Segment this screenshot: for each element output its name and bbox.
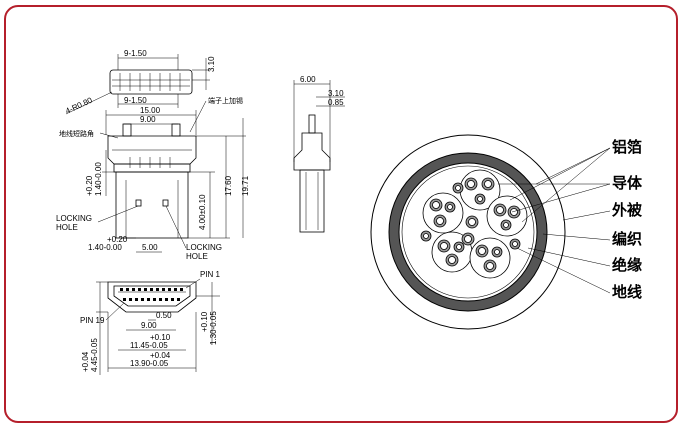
- dim-1-40-b: 1.40-0.00: [88, 243, 122, 252]
- locking-left-1: LOCKING: [56, 214, 92, 223]
- twisted-pair-top: [459, 169, 501, 211]
- cable-labels: 铝箔 导体 外被 编织 绝缘 地线: [611, 138, 643, 301]
- plug-face-view: PIN 1 PIN 19 0.50 9.00 +0.10 11.45-0.05 …: [80, 270, 221, 375]
- dim-height: 3.10: [207, 56, 216, 72]
- twisted-pair-bottom-left: [431, 231, 473, 273]
- pin19-label: PIN 19: [80, 316, 105, 325]
- tol-plus-010: +0.10: [150, 333, 171, 342]
- dim-side-0-85: 0.85: [328, 98, 344, 107]
- dim-5-00: 5.00: [142, 243, 158, 252]
- single-wires: [420, 182, 521, 250]
- side-tol-plus-004: +0.04: [81, 351, 90, 372]
- side-1-30: 1.30-0.05: [209, 311, 218, 345]
- side-4-45: 4.45-0.05: [90, 338, 99, 372]
- dim-pitch-bottom: 9-1.50: [124, 96, 147, 105]
- label-aluminum-foil: 铝箔: [612, 138, 642, 156]
- twisted-pair-bottom-right: [469, 237, 511, 279]
- label-insulation: 绝缘: [612, 256, 642, 274]
- dim-17-60: 17.60: [224, 175, 233, 196]
- dim-9-00: 9.00: [140, 115, 156, 124]
- side-view: 6.00 3.10 0.85: [293, 75, 345, 233]
- twisted-pair-left: [422, 192, 464, 234]
- tol-plus-004: +0.04: [150, 351, 171, 360]
- dim-15-00: 15.00: [140, 106, 161, 115]
- locking-left-2: HOLE: [56, 223, 78, 232]
- dim-plug-9-00: 9.00: [141, 321, 157, 330]
- twisted-pair-right: [486, 195, 528, 237]
- locking-right-1: LOCKING: [186, 243, 222, 252]
- pin1-label: PIN 1: [200, 270, 221, 279]
- front-view: 端子上加锡 地线短路角 15.00 9.00 +0.20 1.40-0.00 L…: [56, 96, 250, 261]
- note-terminal: 端子上加锡: [208, 96, 243, 105]
- cable-cross-section: [370, 134, 611, 330]
- plug-pins: [120, 288, 183, 301]
- dim-0-50: 0.50: [156, 311, 172, 320]
- dim-0-20-a: +0.20: [85, 175, 94, 196]
- dim-13-90: 13.90-0.05: [130, 359, 169, 368]
- dim-11-45: 11.45-0.05: [130, 341, 168, 350]
- side-tol-plus-010: +0.10: [200, 311, 209, 332]
- label-jacket: 外被: [611, 201, 643, 219]
- dim-pitch-top: 9-1.50: [124, 49, 147, 58]
- dim-4-00: 4.00±0.10: [198, 194, 207, 230]
- dim-radius: 4-R0.80: [64, 95, 94, 115]
- label-braid: 编织: [612, 230, 642, 248]
- dim-side-3-10: 3.10: [328, 89, 344, 98]
- dim-side-width: 6.00: [300, 75, 316, 84]
- label-ground-wire: 地线: [612, 283, 642, 301]
- locking-right-2: HOLE: [186, 252, 208, 261]
- label-conductor: 导体: [612, 174, 643, 192]
- dim-1-40-a: 1.40-0.00: [94, 162, 103, 196]
- dim-0-20-b: +0.20: [107, 235, 128, 244]
- note-short-corner: 地线短路角: [59, 129, 94, 138]
- dim-19-71: 19.71: [241, 175, 250, 196]
